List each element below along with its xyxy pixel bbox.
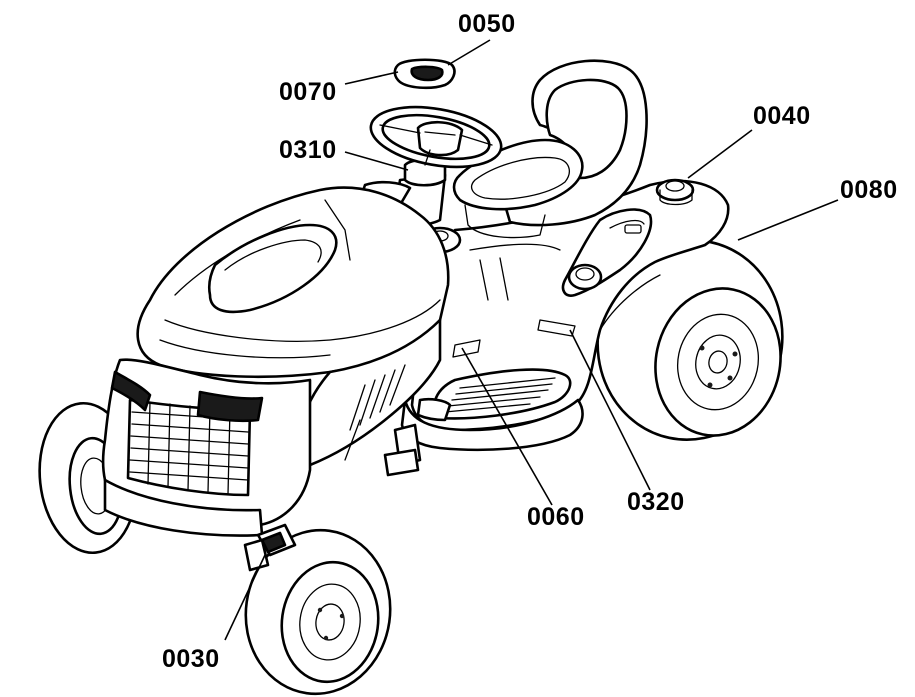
hood [136, 186, 450, 467]
pedals [383, 397, 452, 477]
callout-0310: 0310 [279, 136, 337, 164]
leader-lines [224, 39, 839, 641]
front-right-wheel [244, 528, 392, 696]
callout-0030: 0030 [162, 645, 220, 673]
decal-part [393, 58, 456, 90]
hitch-bracket [243, 523, 297, 572]
callout-0080: 0080 [840, 176, 898, 204]
callout-0070: 0070 [279, 78, 337, 106]
front-grille [101, 358, 312, 537]
footrest [400, 339, 584, 452]
callout-0060: 0060 [527, 503, 585, 531]
callout-0320: 0320 [627, 488, 685, 516]
rear-fender [410, 178, 730, 432]
callout-0040: 0040 [753, 102, 811, 130]
rear-right-wheel [596, 239, 784, 441]
callout-0050: 0050 [458, 10, 516, 38]
steering-wheel [369, 105, 503, 169]
